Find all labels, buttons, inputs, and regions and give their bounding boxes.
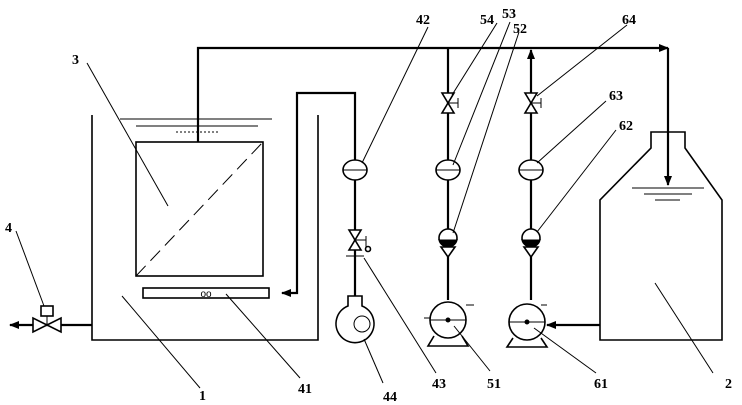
pump-61 — [505, 303, 549, 348]
air-valve-43 — [346, 229, 372, 257]
label-52: 52 — [513, 22, 527, 37]
aerator-mark: oo — [200, 289, 212, 300]
label-3: 3 — [72, 53, 79, 68]
label-4: 4 — [5, 221, 12, 236]
label-1: 1 — [199, 389, 206, 404]
water-level-tank — [632, 187, 704, 201]
label-54: 54 — [480, 13, 494, 28]
label-42: 42 — [416, 13, 430, 28]
water-tank — [599, 131, 723, 341]
check-valve-62 — [520, 228, 542, 259]
water-level-main — [120, 118, 272, 133]
label-44: 44 — [383, 390, 397, 405]
blower-44 — [335, 295, 375, 344]
aerator: oo — [142, 287, 270, 300]
leader-lines — [15, 21, 714, 389]
label-62: 62 — [619, 119, 633, 134]
label-61: 61 — [594, 377, 608, 392]
flow-meter-53 — [435, 159, 461, 181]
label-41: 41 — [298, 382, 312, 397]
check-valve-52 — [437, 228, 459, 259]
label-64: 64 — [622, 13, 636, 28]
label-53: 53 — [502, 7, 516, 22]
label-63: 63 — [609, 89, 623, 104]
flow-meter-42 — [342, 159, 368, 181]
main-tank — [91, 115, 319, 341]
pump-51 — [424, 301, 474, 347]
valve-64 — [523, 92, 542, 114]
flow-meter-63 — [518, 159, 544, 181]
label-43: 43 — [432, 377, 446, 392]
drain-valve-4 — [9, 305, 92, 334]
valve-54 — [440, 92, 459, 114]
effluent-pipe — [196, 44, 672, 186]
membrane-module — [135, 141, 264, 277]
label-51: 51 — [487, 377, 501, 392]
label-2: 2 — [725, 377, 732, 392]
